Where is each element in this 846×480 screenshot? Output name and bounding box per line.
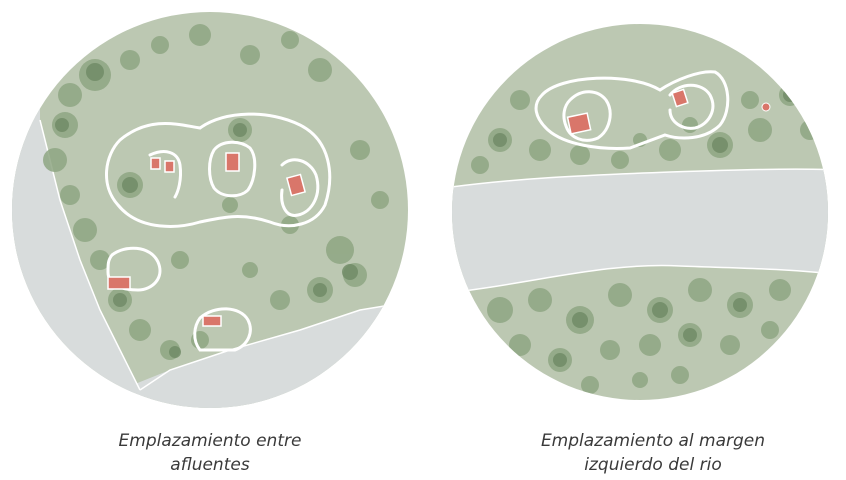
point-marker bbox=[761, 102, 771, 112]
riverbank-line bbox=[39, 119, 141, 391]
caption-riverbank: Emplazamiento al margen izquierdo del ri… bbox=[473, 429, 833, 477]
settlement-boundary bbox=[104, 112, 332, 352]
settlement-boundary bbox=[534, 70, 730, 150]
riverbank-line bbox=[452, 264, 828, 296]
caption-line-1: Emplazamiento entre bbox=[118, 431, 302, 451]
site-plan-confluence-map bbox=[12, 12, 408, 408]
river-band bbox=[452, 169, 828, 295]
site-plan-confluence: Emplazamiento entre afluentes bbox=[0, 0, 420, 480]
site-plan-riverbank-map bbox=[452, 24, 828, 400]
caption-line-1: Emplazamiento al margen bbox=[540, 431, 766, 451]
building-group bbox=[566, 88, 689, 135]
caption-line-2: izquierdo del rio bbox=[584, 455, 722, 475]
caption-confluence: Emplazamiento entre afluentes bbox=[30, 429, 390, 477]
tree-canopy-dark bbox=[55, 63, 358, 358]
site-plan-riverbank: Emplazamiento al margen izquierdo del ri… bbox=[430, 0, 846, 480]
riverbank-line bbox=[452, 168, 828, 191]
building-group bbox=[107, 152, 307, 327]
caption-line-2: afluentes bbox=[170, 455, 250, 475]
riverbank-line bbox=[139, 299, 408, 391]
tree-canopy-cluster bbox=[487, 278, 791, 394]
